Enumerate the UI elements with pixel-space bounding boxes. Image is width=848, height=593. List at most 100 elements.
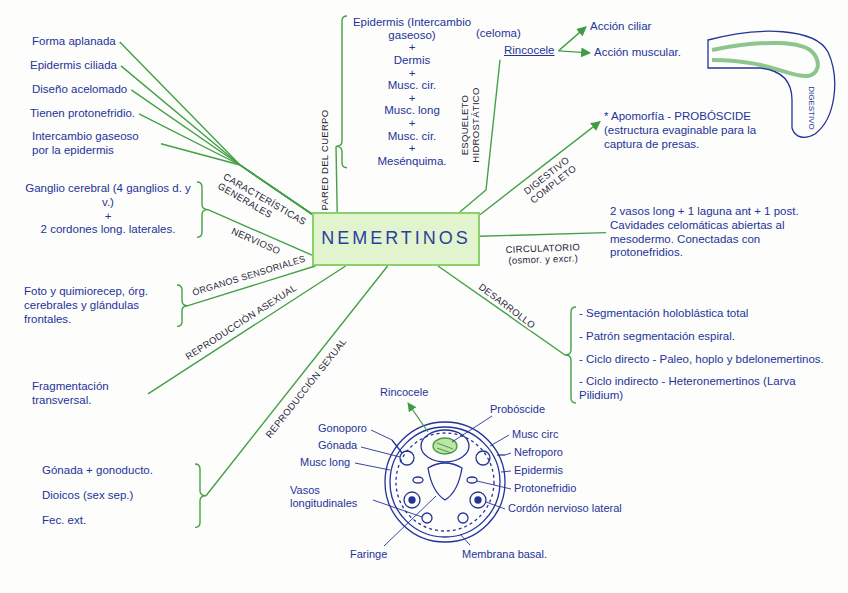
node-text: Epidermis ciliada (30, 59, 117, 73)
node-text: Epidermis (Intercambio gaseoso) (350, 16, 474, 41)
curly-bracket (565, 307, 576, 403)
node-text: Ganglio cerebral (4 ganglios d. y v.) (22, 182, 194, 210)
nephropore (497, 454, 505, 455)
leader-line (384, 496, 436, 546)
topic-node: * Apomorfía - PROBÓSCIDE (estructura eva… (600, 108, 788, 153)
leader-line (355, 463, 390, 470)
part-label: Protonefridio (514, 482, 576, 495)
part-label: Gonoporo (318, 422, 367, 435)
topic-node: Ganglio cerebral (4 ganglios d. y v.)+2 … (18, 180, 208, 239)
leader-arrow (408, 403, 428, 432)
node-text: - Segmentación holoblástica total (579, 307, 834, 321)
vessel (422, 513, 432, 523)
branch-label: DIGESTIVO COMPLETO (521, 154, 579, 206)
central-topic: NEMERTINOS (312, 212, 480, 266)
part-label: Musc circ (512, 428, 558, 441)
branch-label: ESQUELETO HIDROSTÁTICO (459, 87, 482, 162)
nerve-cord (470, 492, 486, 508)
curly-bracket (195, 464, 206, 527)
rhynchocoel (421, 430, 469, 462)
topic-node: Forma aplanada (28, 33, 120, 51)
topic-node: Epidermis (Intercambio gaseoso)+Dermis+M… (336, 14, 478, 170)
gonad (400, 451, 414, 465)
part-label: Gónada (318, 439, 357, 452)
brackets (177, 16, 576, 527)
topic-node: Intercambio gaseoso por la epidermis (28, 128, 161, 160)
topic-node: Fragmentación transversal. (28, 378, 148, 410)
node-text: * Apomorfía - PROBÓSCIDE (estructura eva… (604, 110, 784, 151)
nerve-cord-core (409, 497, 415, 503)
part-label: Cordón nervioso lateral (508, 502, 622, 515)
curly-bracket (336, 16, 347, 168)
part-label: (celoma) (476, 27, 521, 41)
node-text: - Patrón segmentación espiral. (579, 330, 834, 344)
protonephridium (467, 477, 477, 483)
leader-line (460, 534, 470, 545)
branch-label: CIRCULATORIO (osmor. y excr.) (493, 241, 594, 267)
branch-line (139, 114, 312, 214)
node-text: Rincocele (504, 44, 555, 58)
branch-line (206, 266, 388, 496)
part-label: Vasos longitudinales (290, 484, 370, 510)
leader-line (452, 416, 492, 442)
node-text: NEMERTINOS (321, 228, 471, 250)
node-text: Fragmentación transversal. (32, 380, 144, 408)
part-label: Epidermis (514, 464, 563, 477)
branch-line (480, 233, 606, 237)
topic-node: Tienen protonefridio. (26, 105, 139, 123)
part-label: Membrana basal. (462, 548, 547, 561)
node-text: Musc. cir. (350, 79, 474, 92)
connectors (120, 27, 606, 496)
topic-node: Diseño acelomado (28, 81, 131, 99)
node-text: + (350, 92, 474, 105)
leader-line (361, 447, 400, 457)
gonad (476, 451, 490, 465)
node-text: Gónada + gonoducto. (42, 464, 192, 478)
leader-line (477, 481, 511, 489)
nerve-cord-core (475, 497, 481, 503)
node-text: Diseño acelomado (32, 83, 127, 97)
gonopore-duct (392, 440, 402, 453)
node-text: Dermis (350, 54, 474, 67)
leader-line (505, 453, 511, 455)
node-text: - Ciclo indirecto - Heteronemertinos (La… (579, 375, 834, 403)
node-text: Acción muscular. (594, 46, 681, 60)
node-text: + (350, 67, 474, 80)
node-text: Mesénquima. (350, 155, 474, 168)
topic-node: Acción ciliar (586, 18, 655, 36)
topic-node: Epidermis ciliada (26, 57, 121, 75)
topic-node: - Segmentación holoblástica total - Patró… (565, 305, 838, 405)
part-label: Musc long (300, 456, 350, 469)
node-text: Forma aplanada (32, 35, 116, 49)
leader-line (486, 502, 505, 509)
part-label: Faringe (350, 548, 387, 561)
branch-line (559, 51, 591, 53)
part-label: Rincocele (380, 386, 428, 399)
branch-line (131, 90, 312, 214)
part-label: DIGESTIVO (806, 86, 816, 130)
leader-line (490, 435, 509, 446)
cross-section-illustration (385, 422, 505, 542)
curly-bracket (177, 285, 188, 326)
node-text: 2 vasos long + 1 laguna ant + 1 post. Ca… (610, 205, 835, 260)
node-text: Musc. long (350, 104, 474, 117)
branch-line (438, 266, 565, 355)
node-text: Fec. ext. (42, 514, 192, 528)
curly-bracket (197, 182, 208, 237)
node-text: + (22, 210, 194, 224)
node-text: Dioicos (sex sep.) (42, 489, 192, 503)
body-wall (385, 422, 505, 542)
proboscis (433, 438, 457, 454)
branch-line (336, 146, 337, 212)
topic-node: Rincocele (500, 42, 559, 60)
protonephridium (413, 477, 423, 483)
node-text: + (350, 117, 474, 130)
node-text: Intercambio gaseoso por la epidermis (32, 130, 157, 158)
nerve-cord (404, 492, 420, 508)
branch-line (559, 27, 587, 51)
node-text: 2 cordones long. laterales. (22, 223, 194, 237)
branch-line (480, 122, 600, 215)
node-text: - Ciclo directo - Paleo, hoplo y bdelone… (579, 353, 834, 367)
topic-node: Foto y quimiorecep, órg. cerebrales y gl… (20, 283, 188, 328)
